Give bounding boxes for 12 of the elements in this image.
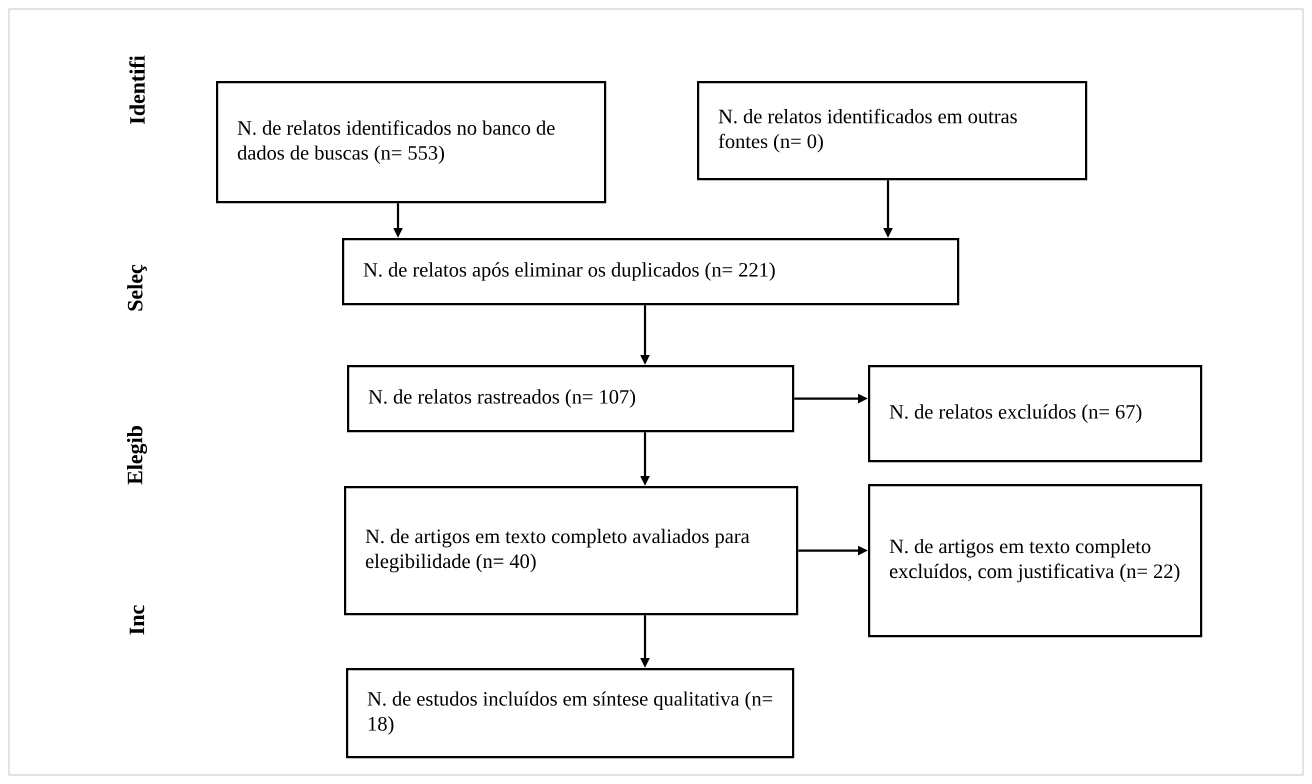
process-box: N. de artigos em texto completo excluídos, com justificativa (n= 22) bbox=[868, 484, 1203, 638]
process-box: N. de relatos identificados no banco de dados de buscas (n= 553) bbox=[216, 81, 607, 204]
stage-label: Seleç bbox=[127, 264, 147, 311]
stage-label: Identifi bbox=[129, 55, 145, 124]
process-box: N. de artigos em texto completo avaliados para elegibilidade (n= 40) bbox=[344, 486, 799, 616]
stage-label: Elegib bbox=[127, 426, 148, 485]
process-box: N. de relatos após eliminar os duplicados (n= 221) bbox=[342, 238, 960, 306]
process-box: N. de relatos excluídos (n= 67) bbox=[868, 365, 1203, 463]
process-box: N. de relatos identificados em outras fontes (n= 0) bbox=[697, 81, 1088, 181]
process-box: N. de estudos incluídos em síntese qualitativa (n= 18) bbox=[346, 668, 795, 759]
process-box: N. de relatos rastreados (n= 107) bbox=[347, 365, 795, 433]
stage-label: Inc bbox=[129, 605, 145, 635]
